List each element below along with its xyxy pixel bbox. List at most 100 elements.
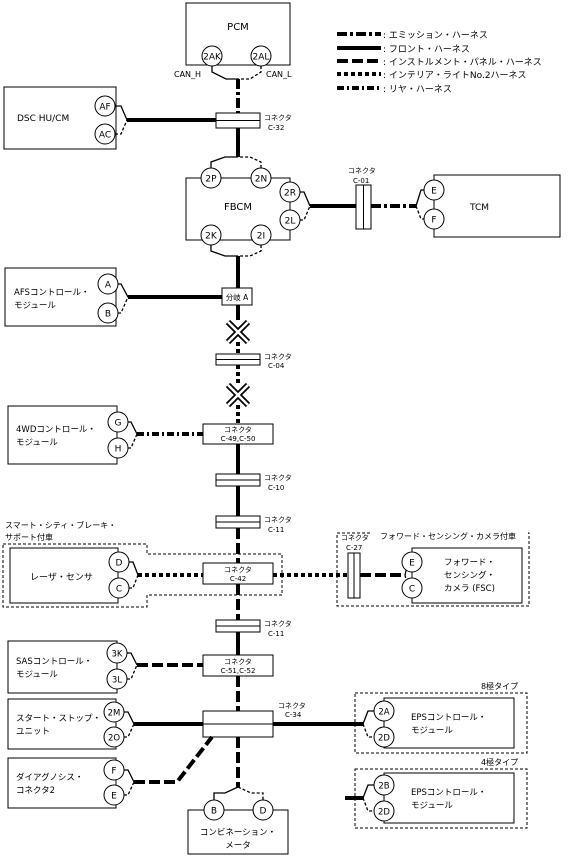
afs-module: AFSコントロール・ モジュール A B xyxy=(4,267,222,327)
fsc-line1: フォワード・ xyxy=(444,558,495,568)
c04-label: コネクタ xyxy=(264,352,292,361)
pcm-pin-2ak: 2AK xyxy=(203,53,222,63)
c34-code: C-34 xyxy=(285,711,302,719)
fsc-group: フォワード・センシング・カメラ付車 コネクタ C-27 E C フォワード・ セ… xyxy=(336,530,530,607)
tcm-pin-f: F xyxy=(431,216,436,226)
eps8-dashed-border xyxy=(354,692,528,754)
diag-pin-e: E xyxy=(111,792,117,802)
fourwd-pin-h: H xyxy=(115,445,122,455)
tcm-pin-e: E xyxy=(431,187,437,197)
scbs-pin-c: C xyxy=(116,585,122,595)
eps4-group: 4極タイプ 2B 2D EPSコントロール・ モジュール xyxy=(345,757,528,829)
eps4-line2: モジュール xyxy=(411,801,453,811)
c11b-label: コネクタ xyxy=(264,619,292,628)
connector-c11: コネクタ C-11 xyxy=(215,515,292,534)
sas-module: SASコントロール・ モジュール 3K 3L xyxy=(7,640,203,694)
eps8-pin-2d: 2D xyxy=(378,734,390,744)
c34-label: コネクタ xyxy=(278,701,306,710)
c42-label: コネクタ xyxy=(224,565,252,574)
startstop-pin-2o: 2O xyxy=(108,734,120,744)
connector-c04: コネクタ C-04 xyxy=(215,352,292,370)
fbcm-pin-2n: 2N xyxy=(255,175,267,185)
c11b-code: C-11 xyxy=(268,630,284,638)
afs-pin-a: A xyxy=(105,281,112,291)
fbcm-pin-2k: 2K xyxy=(205,232,218,242)
legend-rear-label: : リヤ・ハーネス xyxy=(383,84,452,95)
eps8-line1: EPSコントロール・ xyxy=(411,713,486,723)
diag-connector: ダイアグノシス・ コネクタ2 F E xyxy=(7,735,214,809)
branch-label: 分岐 A xyxy=(226,292,249,302)
cut-mark-upper xyxy=(225,319,251,345)
diag-line2: コネクタ2 xyxy=(16,786,55,796)
fbcm-pin-2r: 2R xyxy=(284,189,296,199)
c01-label: コネクタ xyxy=(348,166,376,175)
connector-c10: コネクタ C-10 xyxy=(215,473,292,492)
eps8-line2: モジュール xyxy=(411,726,453,736)
fourwd-module: 4WDコントロール・ モジュール G H xyxy=(7,405,203,465)
c04-code: C-04 xyxy=(268,362,285,370)
c5152-code: C-51,C-52 xyxy=(221,667,256,675)
afs-line2: モジュール xyxy=(14,301,56,311)
connector-c32: コネクタ C-32 xyxy=(215,112,292,132)
pcm-pin-2al: 2AL xyxy=(253,53,270,63)
eps4-type: 4極タイプ xyxy=(481,757,518,767)
pcm-module: PCM 2AK 2AL CAN_H CAN_L xyxy=(174,2,292,80)
fourwd-pin-g: G xyxy=(115,419,122,429)
connector-c01: コネクタ C-01 xyxy=(348,166,416,230)
eps8-type: 8極タイプ xyxy=(481,681,518,691)
diag-line1: ダイアグノシス・ xyxy=(16,772,83,783)
dsc-name: DSC HU/CM xyxy=(17,114,69,124)
tcm-name: TCM xyxy=(469,203,489,213)
eps8-pin-2a: 2A xyxy=(378,708,389,718)
fbcm-pin-2i: 2I xyxy=(257,232,265,242)
c32-label: コネクタ xyxy=(264,113,292,122)
sas-pin-3l: 3L xyxy=(112,676,122,686)
legend: : エミッション・ハーネス : フロント・ハーネス : インストルメント・パネル… xyxy=(337,30,542,95)
scbs-group-line1: スマート・シティ・ブレーキ・ xyxy=(5,520,116,530)
meter-pin-b: B xyxy=(211,807,217,817)
sas-pin-3k: 3K xyxy=(112,650,123,660)
c10-code: C-10 xyxy=(268,484,284,492)
scbs-pin-d: D xyxy=(116,559,123,569)
fsc-pin-e: E xyxy=(409,559,415,569)
fbcm-name: FBCM xyxy=(224,202,252,213)
pcm-can-l: CAN_L xyxy=(266,70,292,79)
c27-label: コネクタ xyxy=(341,533,369,542)
meter-line1: コンビネーション・ xyxy=(200,828,276,838)
c10-label: コネクタ xyxy=(264,473,292,482)
dsc-pin-af: AF xyxy=(99,103,110,113)
pcm-name: PCM xyxy=(227,22,249,33)
eps4-pin-2d: 2D xyxy=(378,808,390,818)
c42-code: C-42 xyxy=(230,575,246,583)
c11-label: コネクタ xyxy=(264,515,292,524)
afs-pin-b: B xyxy=(105,310,111,320)
scbs-name: レーザ・センサ xyxy=(30,572,93,583)
fbcm-module: FBCM 2P 2N 2R 2L 2K 2I xyxy=(185,156,356,257)
connector-c11b: コネクタ C-11 xyxy=(215,619,292,638)
eps4-pin-2b: 2B xyxy=(378,782,389,792)
connector-c4950: コネクタ C-49,C-50 xyxy=(202,423,274,445)
diag-pin-f: F xyxy=(111,767,116,777)
c01-code: C-01 xyxy=(353,177,369,185)
c32-code: C-32 xyxy=(268,124,284,132)
eps4-line1: EPSコントロール・ xyxy=(411,788,486,798)
dsc-module: DSC HU/CM AF AC xyxy=(3,86,216,150)
startstop-line2: ユニット xyxy=(16,727,50,737)
meter-module: B D コンビネーション・ メータ xyxy=(187,737,289,855)
connector-c34: コネクタ C-34 xyxy=(202,701,306,738)
eps8-group: 8極タイプ 2A 2D EPSコントロール・ モジュール xyxy=(273,681,528,754)
fourwd-line2: モジュール xyxy=(16,438,58,448)
wire-diag-c34 xyxy=(134,735,214,784)
legend-front-label: : フロント・ハーネス xyxy=(383,44,470,55)
fourwd-line1: 4WDコントロール・ xyxy=(16,425,96,435)
connector-c5152: コネクタ C-51,C-52 xyxy=(202,654,274,677)
fbcm-pin-2p: 2P xyxy=(205,175,217,185)
fsc-line3: カメラ (FSC) xyxy=(444,584,495,594)
c5152-label: コネクタ xyxy=(224,657,252,666)
startstop-module: スタート・ストップ・ ユニット 2M 2O xyxy=(7,698,203,750)
fsc-line2: センシング・ xyxy=(444,570,495,581)
legend-interior-label: : インテリア・ライトNo.2ハーネス xyxy=(383,70,527,81)
fsc-group-label: フォワード・センシング・カメラ付車 xyxy=(380,531,516,541)
afs-line1: AFSコントロール・ xyxy=(14,288,89,298)
